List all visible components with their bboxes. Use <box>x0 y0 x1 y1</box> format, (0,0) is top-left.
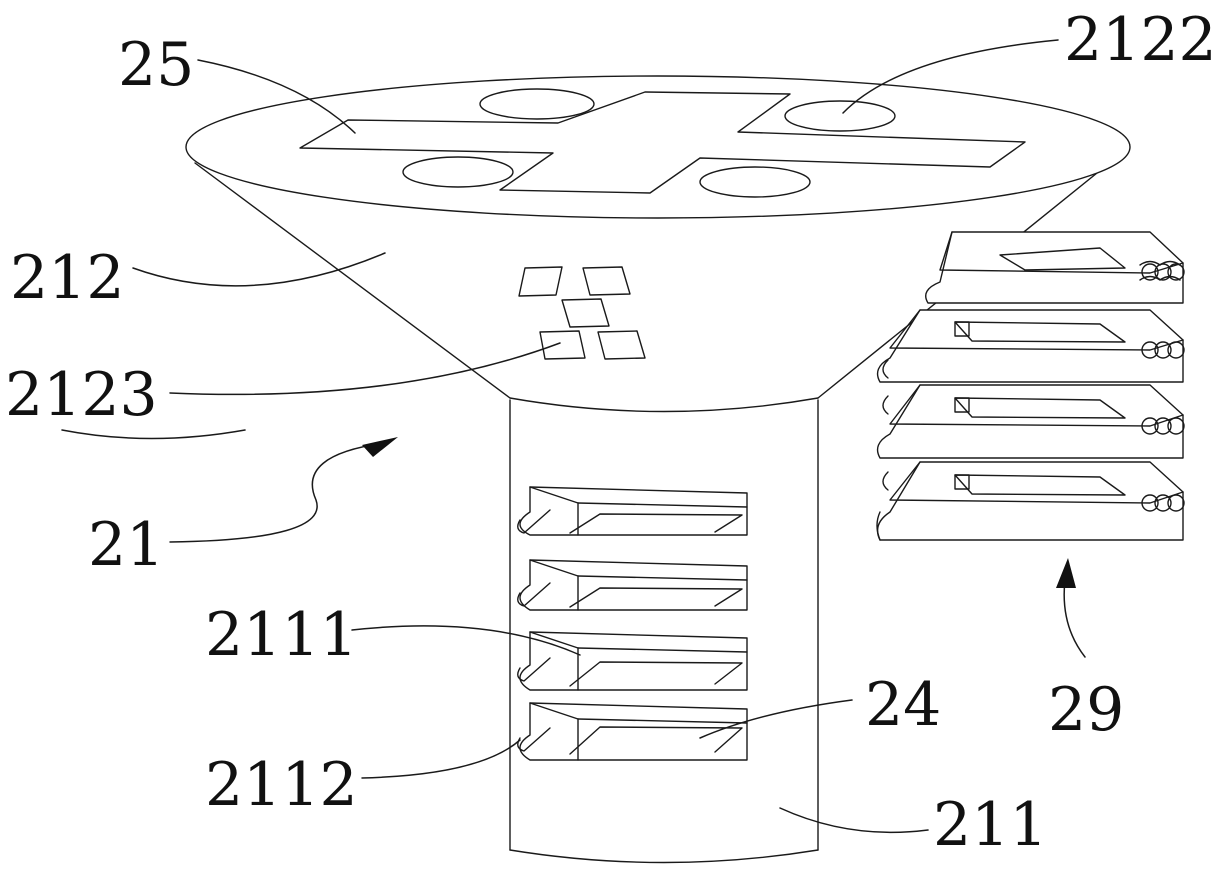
label-212: 212 <box>10 243 125 313</box>
label-211: 211 <box>933 790 1048 860</box>
disc-holes-2122 <box>402 88 896 198</box>
label-2112: 2112 <box>205 750 358 820</box>
cylinder-drawer-2 <box>517 559 748 611</box>
leader-2111 <box>351 625 581 656</box>
label-2122: 2122 <box>1064 5 1216 75</box>
leader-2123-tail <box>61 429 246 440</box>
leader-29 <box>1063 579 1086 658</box>
leader-2112 <box>361 739 521 779</box>
stack-module-2 <box>876 309 1185 383</box>
label-2123: 2123 <box>5 360 158 430</box>
label-24: 24 <box>865 670 941 740</box>
top-disc <box>185 75 1131 219</box>
label-29: 29 <box>1048 675 1124 745</box>
stack-module-4 <box>876 461 1185 541</box>
stack-module-3 <box>876 384 1185 459</box>
leader-25 <box>197 59 356 134</box>
leader-21 <box>169 442 386 543</box>
module-stack-29 <box>876 231 1185 541</box>
cylinder-drawer-3 <box>517 631 748 691</box>
leader-2122 <box>842 39 1059 114</box>
cross-plate-25 <box>299 91 1026 194</box>
arrowhead-29 <box>1056 558 1076 588</box>
leader-lines <box>61 39 1086 834</box>
cylinder-drawer-1 <box>517 486 748 536</box>
label-25: 25 <box>118 30 194 100</box>
cylinder-drawer-4 <box>517 702 748 761</box>
leader-212 <box>132 252 386 287</box>
leader-211 <box>779 807 929 834</box>
cylinder-body-211 <box>509 399 819 864</box>
stack-module-1 <box>925 231 1185 304</box>
leader-24 <box>699 699 853 739</box>
label-2111: 2111 <box>205 600 358 670</box>
cone-tiles-2123 <box>518 266 646 360</box>
label-21: 21 <box>88 510 164 580</box>
arrowhead-21 <box>362 437 398 457</box>
leader-2123 <box>169 342 561 396</box>
